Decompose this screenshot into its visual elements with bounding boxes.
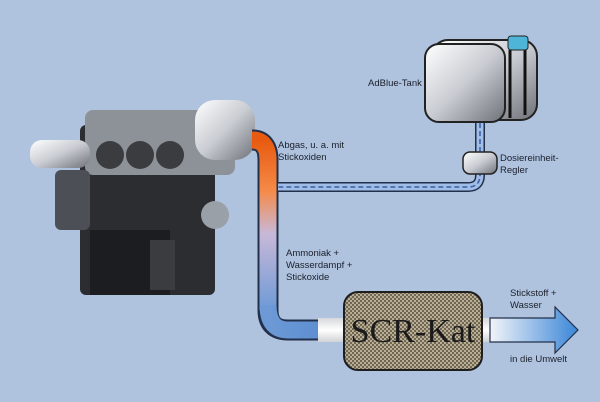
adblue-tank-illustration xyxy=(424,35,538,123)
adblue-line xyxy=(278,115,485,192)
mix-label-line2: Wasserdampf + xyxy=(286,260,353,271)
output-label-line2: Wasser xyxy=(510,300,542,311)
exhaust-label-line1: Abgas, u. a. mit xyxy=(278,140,344,151)
output-label-line1: Stickstoff + xyxy=(510,288,557,299)
exhaust-label-line2: Stickoxiden xyxy=(278,152,327,163)
environment-label: in die Umwelt xyxy=(510,354,567,365)
dosing-unit-illustration xyxy=(462,151,498,175)
scr-catalyst: SCR-Kat xyxy=(318,291,492,371)
tank-label: AdBlue-Tank xyxy=(368,78,422,89)
doser-label-line1: Dosiereinheit- xyxy=(500,153,559,164)
mix-label-line3: Stickoxide xyxy=(286,272,329,283)
mix-label-line1: Ammoniak + xyxy=(286,248,340,259)
exhaust-pipe xyxy=(251,129,346,341)
engine-illustration xyxy=(30,100,255,295)
catalyst-label: SCR-Kat xyxy=(351,313,476,350)
output-arrow xyxy=(489,305,579,355)
doser-label-line2: Regler xyxy=(500,165,528,176)
